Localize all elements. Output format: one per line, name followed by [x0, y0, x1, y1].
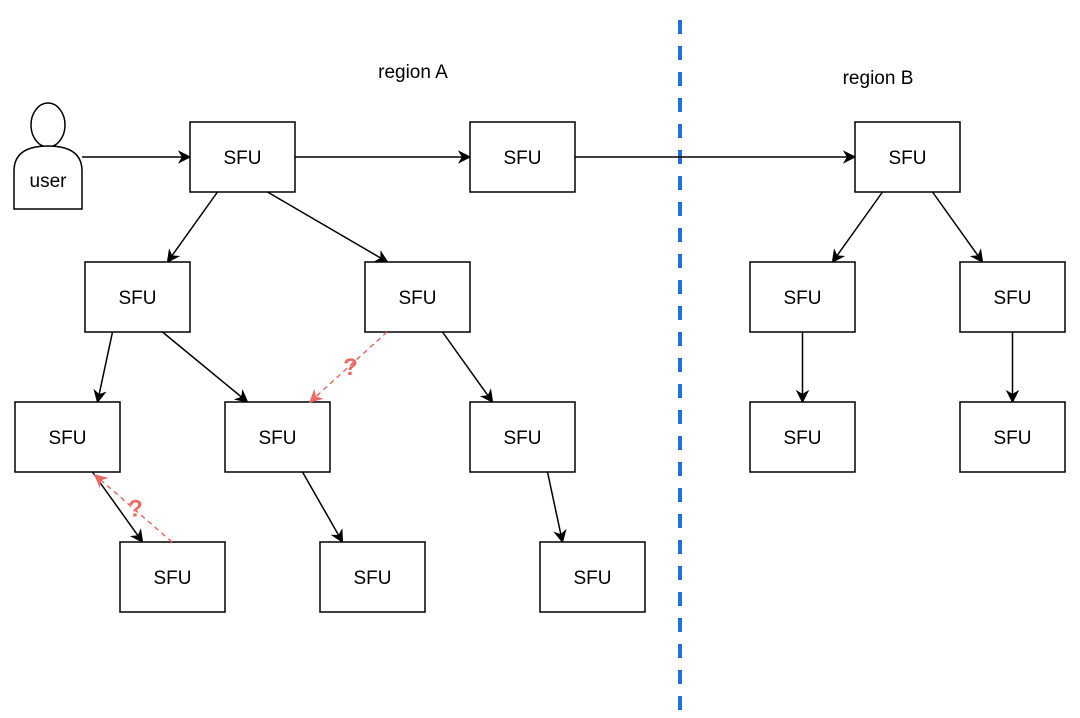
user-label: user	[30, 171, 68, 192]
sfu-node-box	[14, 401, 121, 473]
uncertain-edge-a-l3-1-to-a-l2-1	[93, 474, 173, 543]
sfu-node-box	[854, 121, 961, 193]
sfu-node-b-l1-right: SFU	[959, 261, 1066, 333]
sfu-node-box	[224, 401, 331, 473]
sfu-node-a-l1-left: SFU	[84, 261, 191, 333]
sfu-node-box	[319, 541, 426, 613]
edge-a-l1-left-to-a-l2-2	[162, 331, 249, 403]
region-b-label: region B	[843, 68, 914, 89]
nodes-layer: SFU SFU SFU SFU SFU SFU SFU SFU SFU SFU SFU SFU SFU S…	[14, 121, 1066, 613]
edge-a-l2-3-to-a-l3-3	[546, 471, 567, 544]
sfu-node-label: SFU	[119, 288, 157, 309]
sfu-node-label: SFU	[889, 148, 927, 169]
sfu-node-b-root: SFU	[854, 121, 961, 193]
sfu-node-a-l3-2: SFU	[319, 541, 426, 613]
sfu-node-b-l2-right: SFU	[959, 401, 1066, 473]
sfu-node-box	[959, 401, 1066, 473]
sfu-node-label: SFU	[354, 568, 392, 589]
sfu-node-label: SFU	[504, 428, 542, 449]
sfu-node-label: SFU	[784, 428, 822, 449]
region-a-label: region A	[378, 62, 448, 83]
sfu-node-box	[959, 261, 1066, 333]
edge-b-root-to-b-l1-right	[931, 191, 984, 264]
sfu-node-a-relay: SFU	[469, 121, 576, 193]
sfu-node-a-l1-right: SFU	[364, 261, 471, 333]
sfu-node-label: SFU	[259, 428, 297, 449]
sfu-node-label: SFU	[399, 288, 437, 309]
sfu-node-box	[539, 541, 646, 613]
sfu-node-label: SFU	[504, 148, 542, 169]
sfu-node-box	[364, 261, 471, 333]
sfu-node-a-l2-3: SFU	[469, 401, 576, 473]
sfu-node-box	[469, 401, 576, 473]
sfu-node-box	[189, 121, 296, 193]
edge-a-l1-right-to-a-l2-3	[441, 331, 494, 404]
user-body-icon	[13, 145, 83, 210]
edge-a-l2-2-to-a-l3-2	[301, 471, 344, 544]
sfu-node-box	[84, 261, 191, 333]
question-mark-icon: ?	[343, 354, 358, 381]
sfu-node-box	[119, 541, 226, 613]
sfu-node-label: SFU	[224, 148, 262, 169]
sfu-node-a-l2-1: SFU	[14, 401, 121, 473]
question-mark-icon: ?	[128, 496, 143, 523]
sfu-node-a-l2-2: SFU	[224, 401, 331, 473]
sfu-node-b-l2-left: SFU	[749, 401, 856, 473]
edge-a-root-to-a-l1-right	[267, 191, 389, 263]
uncertain-edges-layer: ??	[93, 331, 388, 543]
sfu-node-label: SFU	[574, 568, 612, 589]
edges-layer	[82, 150, 1020, 544]
sfu-node-label: SFU	[994, 428, 1032, 449]
sfu-node-box	[749, 401, 856, 473]
edge-b-root-to-b-l1-left	[831, 191, 884, 264]
sfu-node-label: SFU	[994, 288, 1032, 309]
sfu-node-a-l3-1: SFU	[119, 541, 226, 613]
sfu-node-a-root: SFU	[189, 121, 296, 193]
edge-a-l1-left-to-a-l2-1	[93, 331, 114, 404]
edge-a-root-to-a-l1-left	[166, 191, 219, 264]
user-head-icon	[30, 102, 66, 148]
sfu-node-label: SFU	[784, 288, 822, 309]
user-actor: user	[13, 102, 83, 210]
sfu-node-box	[749, 261, 856, 333]
sfu-node-box	[469, 121, 576, 193]
sfu-node-label: SFU	[49, 428, 87, 449]
sfu-node-a-l3-3: SFU	[539, 541, 646, 613]
sfu-node-b-l1-left: SFU	[749, 261, 856, 333]
sfu-node-label: SFU	[154, 568, 192, 589]
